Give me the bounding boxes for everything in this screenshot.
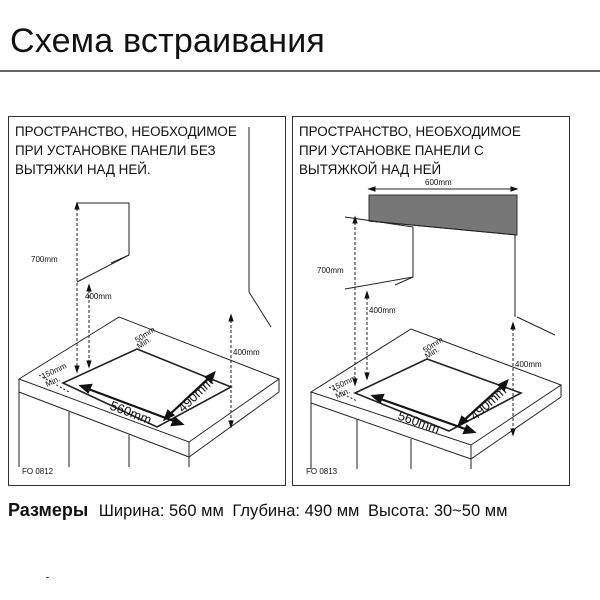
- dim-label-560: 560mm: [108, 398, 154, 428]
- arrow-490: [460, 382, 506, 424]
- panel-without-hood: ПРОСТРАНСТВО, НЕОБХОДИМОЕ ПРИ УСТАНОВКЕ …: [8, 116, 286, 486]
- figure-code: FO 0813: [306, 467, 338, 476]
- arrowhead: [364, 290, 370, 299]
- panel-heading-line: ПРОСТРАНСТВО, НЕОБХОДИМОЕ: [15, 124, 237, 139]
- arrowhead: [364, 372, 370, 381]
- arrowhead: [510, 321, 516, 330]
- arrowhead: [162, 409, 176, 422]
- wall-cabinet-edge: [110, 254, 130, 264]
- arrowhead: [370, 393, 385, 404]
- dim-label-400-right: 400mm: [515, 360, 542, 369]
- back-wall-line: [516, 316, 556, 336]
- dimension-depth: Глубина: 490 мм: [232, 502, 360, 520]
- dimensions-heading: Размеры: [8, 500, 89, 520]
- arrowhead: [86, 283, 92, 292]
- arrowhead: [78, 383, 93, 394]
- dim-label-400: 400mm: [85, 292, 112, 301]
- panel-with-hood: ПРОСТРАНСТВО, НЕОБХОДИМОЕ ПРИ УСТАНОВКЕ …: [292, 116, 570, 486]
- side-gap-line: [38, 374, 70, 393]
- arrowhead: [74, 365, 80, 374]
- side-gap-line: [328, 386, 358, 402]
- dim-label-600: 600mm: [425, 178, 452, 187]
- page-title: Схема встраивания: [10, 22, 326, 60]
- arrowhead: [352, 378, 358, 387]
- countertop-front: [470, 396, 562, 460]
- figure-code: FO 0812: [22, 467, 54, 476]
- back-wall-line: [248, 291, 272, 328]
- arrowhead: [74, 201, 80, 210]
- arrowhead: [462, 424, 477, 435]
- arrowhead: [456, 415, 470, 428]
- dim-label-700: 700mm: [31, 255, 58, 264]
- dim-label-400-right: 400mm: [233, 348, 260, 357]
- dimension-width: Ширина: 560 мм: [98, 502, 224, 520]
- arrow-560: [82, 385, 180, 425]
- arrow-560: [374, 395, 472, 433]
- arrowhead: [510, 186, 519, 192]
- range-hood: [368, 194, 518, 236]
- dimension-height: Высота: 30~50 мм: [367, 502, 508, 520]
- countertop-front: [310, 402, 472, 460]
- wall-cabinet: [76, 202, 130, 283]
- panel-heading-line: ПРОСТРАНСТВО, НЕОБХОДИМОЕ: [299, 124, 521, 139]
- panel-heading-line: ВЫТЯЖКИ НАД НЕЙ.: [15, 162, 151, 177]
- arrowhead: [228, 420, 234, 429]
- arrowhead: [510, 428, 516, 437]
- title-divider: [0, 70, 600, 72]
- countertop-front: [188, 391, 280, 458]
- arrowhead: [497, 378, 509, 393]
- arrowhead: [367, 186, 376, 192]
- dim-label-700: 700mm: [317, 266, 344, 275]
- arrowhead: [204, 370, 216, 385]
- hob-cutout: [353, 358, 523, 432]
- arrowhead: [86, 360, 92, 369]
- countertop-front: [18, 391, 190, 458]
- hood-underside: [368, 220, 518, 236]
- arrowhead: [170, 416, 185, 427]
- dim-label-490: 490mm: [175, 374, 217, 415]
- dimensions-row: Размеры Ширина: 560 мм Глубина: 490 мм В…: [8, 500, 511, 521]
- installation-diagram: 600mm 700mm 400mm 400mm 50mm Min. 560mm …: [309, 178, 563, 469]
- installation-diagram: 700mm 400mm 400mm 50mm Min. 560mm 490mm …: [17, 127, 281, 467]
- panel-heading-line: ПРИ УСТАНОВКЕ ПАНЕЛИ С: [299, 143, 484, 158]
- wall-cabinet: [344, 216, 414, 290]
- dim-label-400: 400mm: [369, 306, 396, 315]
- arrowhead: [228, 313, 234, 322]
- panel-heading: ПРОСТРАНСТВО, НЕОБХОДИМОЕ ПРИ УСТАНОВКЕ …: [299, 122, 563, 179]
- stray-mark: [46, 577, 49, 578]
- arrowhead: [352, 215, 358, 224]
- arrow-490: [166, 374, 213, 418]
- panel-heading: ПРОСТРАНСТВО, НЕОБХОДИМОЕ ПРИ УСТАНОВКЕ …: [15, 122, 279, 179]
- panel-heading-line: ПРИ УСТАНОВКЕ ПАНЕЛИ БЕЗ: [15, 143, 216, 158]
- wall-cabinet-edge: [394, 276, 414, 286]
- panel-heading-line: ВЫТЯЖКОЙ НАД НЕЙ: [299, 162, 442, 177]
